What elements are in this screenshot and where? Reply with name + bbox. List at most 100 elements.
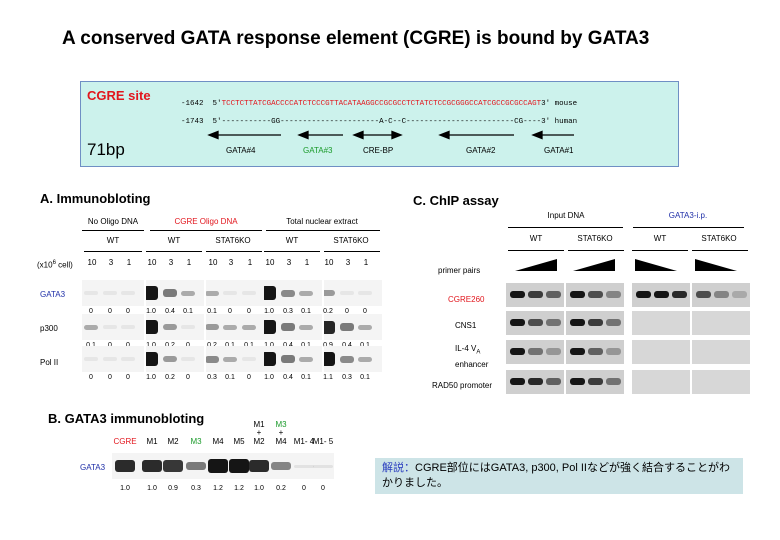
dose-label: 10 bbox=[324, 258, 334, 267]
band-value: 0 bbox=[89, 374, 93, 381]
blot-band bbox=[324, 290, 335, 296]
human-5prime: 5' bbox=[212, 118, 222, 126]
blot-band bbox=[324, 320, 335, 334]
chip-gel bbox=[692, 283, 750, 307]
panel-b-title: B. GATA3 immunobloting bbox=[48, 411, 205, 426]
band-value: 1.0 bbox=[146, 374, 156, 381]
gel-band bbox=[606, 319, 621, 326]
divider bbox=[206, 251, 262, 252]
blot-band bbox=[242, 357, 256, 361]
lane-plus: + bbox=[278, 428, 284, 437]
band-value: 0.1 bbox=[207, 308, 217, 315]
genotype-label: STAT6KO bbox=[215, 236, 251, 245]
blot-band bbox=[281, 323, 295, 331]
gel-band bbox=[732, 291, 747, 298]
lane-label: M4 bbox=[275, 437, 287, 446]
band-value: 1.2 bbox=[213, 485, 223, 492]
divider bbox=[508, 227, 623, 228]
band-value: 0 bbox=[180, 342, 196, 349]
lane-label: M3 bbox=[190, 437, 202, 446]
wedge-ko-ip bbox=[695, 259, 737, 271]
site-gata2-label: GATA#2 bbox=[466, 146, 496, 155]
mouse-species: mouse bbox=[554, 100, 578, 108]
band-value: 0 bbox=[321, 485, 325, 492]
blot-band bbox=[146, 320, 158, 334]
human-sequence-line: -1743 5'-----------GG-------------------… bbox=[181, 118, 577, 126]
band-value: 0.1 bbox=[83, 342, 99, 349]
gata4-arrowhead bbox=[207, 130, 219, 140]
blot-band bbox=[208, 459, 228, 473]
blot-band bbox=[103, 291, 117, 295]
blot-band bbox=[340, 355, 354, 363]
gel-band bbox=[528, 291, 543, 298]
band-value: 0.1 bbox=[301, 374, 311, 381]
band-value: 0.1 bbox=[298, 342, 314, 349]
band-value: 1.0 bbox=[264, 308, 274, 315]
blot-band bbox=[186, 462, 206, 470]
gel-band bbox=[636, 291, 651, 298]
dose-label: 1 bbox=[247, 258, 253, 267]
lane-label: M1- 5 bbox=[312, 437, 334, 446]
dose-label: 10 bbox=[265, 258, 275, 267]
dose-label: 10 bbox=[208, 258, 218, 267]
gel-band bbox=[546, 319, 561, 326]
band-value: 0.1 bbox=[360, 374, 370, 381]
crebp-arrowhead-right bbox=[391, 130, 403, 140]
panel-b-blot bbox=[112, 453, 334, 479]
blot-band bbox=[299, 356, 313, 362]
band-value: 0 bbox=[120, 342, 136, 349]
blot-band bbox=[206, 290, 219, 296]
blot-band bbox=[103, 325, 117, 329]
chip-gel bbox=[506, 283, 564, 307]
blot-band bbox=[223, 356, 237, 362]
immunoblot-panel bbox=[146, 280, 204, 306]
blot-band bbox=[299, 324, 313, 330]
blot-band bbox=[340, 291, 354, 295]
gel-band bbox=[606, 348, 621, 355]
blot-band bbox=[264, 352, 276, 366]
site-gata3-label: GATA#3 bbox=[303, 146, 333, 155]
length-label: 71bp bbox=[87, 140, 125, 159]
divider bbox=[146, 251, 202, 252]
site-gata4-label: GATA#4 bbox=[226, 146, 256, 155]
genotype-label: WT bbox=[653, 234, 667, 243]
blot-band bbox=[121, 325, 135, 329]
divider bbox=[266, 230, 380, 231]
mouse-sequence-line: -1642 5'TCCTCTTATCGACCCCATCTCCCGTTACATAA… bbox=[181, 100, 577, 108]
gel-band bbox=[588, 291, 603, 298]
chip-gel bbox=[632, 370, 690, 394]
blot-band bbox=[181, 325, 195, 329]
blot-band bbox=[281, 355, 295, 363]
gel-band bbox=[588, 348, 603, 355]
gel-band bbox=[606, 378, 621, 385]
band-value: 0 bbox=[102, 342, 118, 349]
blot-band bbox=[146, 352, 158, 366]
gel-band bbox=[510, 378, 525, 385]
chip-gel bbox=[506, 370, 564, 394]
primer-gradient-wedges bbox=[515, 259, 737, 271]
blot-band bbox=[249, 460, 269, 472]
human-position: -1743 bbox=[181, 118, 204, 126]
band-value: 0 bbox=[363, 308, 367, 315]
group-cgre-oligo: CGRE Oligo DNA bbox=[174, 217, 238, 226]
chip-gel bbox=[632, 283, 690, 307]
band-value: 1.1 bbox=[323, 374, 333, 381]
blot-band bbox=[163, 324, 177, 330]
divider bbox=[632, 250, 688, 251]
site-gata1-label: GATA#1 bbox=[544, 146, 574, 155]
blot-band bbox=[223, 324, 237, 330]
divider bbox=[84, 251, 142, 252]
divider bbox=[692, 250, 748, 251]
blot-band bbox=[242, 291, 256, 295]
gel-band bbox=[546, 378, 561, 385]
band-value: 0 bbox=[228, 308, 232, 315]
gel-band bbox=[588, 319, 603, 326]
note-prefix: 解説： bbox=[382, 462, 415, 474]
lane-label: CGRE bbox=[113, 437, 137, 446]
gata3-arrowhead bbox=[297, 130, 309, 140]
blot-band bbox=[84, 357, 98, 361]
dose-label: 1 bbox=[363, 258, 369, 267]
chip-gel bbox=[632, 340, 690, 364]
band-value: 0.9 bbox=[168, 485, 178, 492]
chip-gel bbox=[632, 311, 690, 335]
